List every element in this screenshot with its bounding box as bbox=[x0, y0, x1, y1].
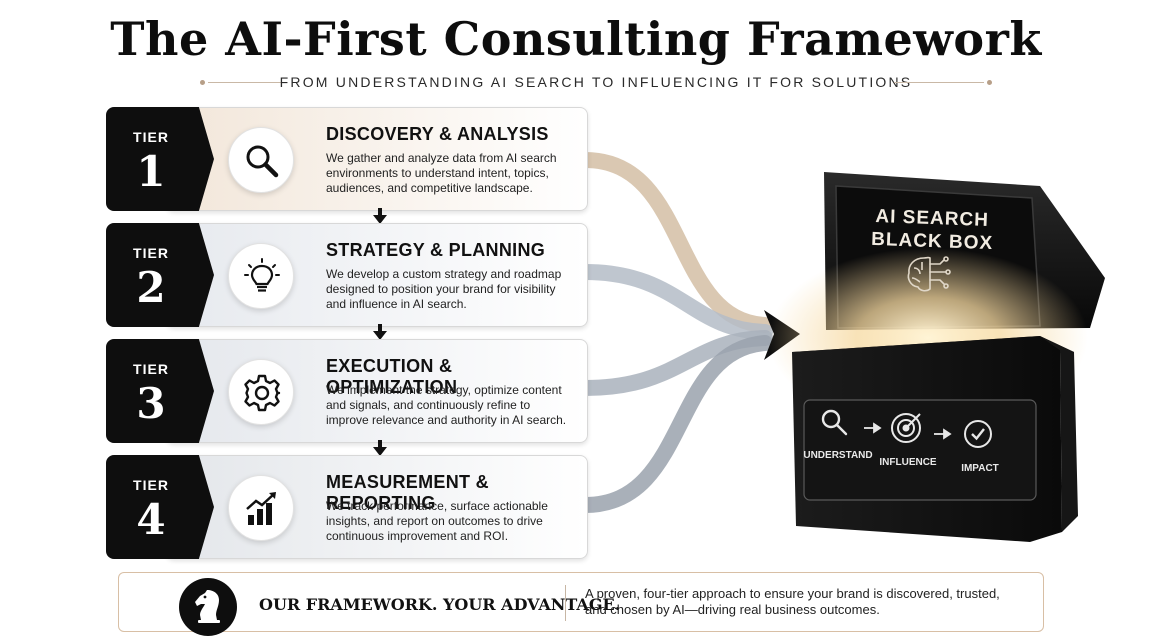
tier-card-3: TIER 3 EXECUTION & OPTIMIZATION We imple… bbox=[106, 339, 588, 443]
tier-number: 4 bbox=[136, 495, 166, 544]
brain-circuit-icon bbox=[907, 256, 951, 292]
tier-description: We develop a custom strategy and roadmap… bbox=[326, 267, 562, 311]
tier-panel bbox=[166, 223, 588, 327]
footer-divider bbox=[565, 585, 566, 621]
tier-icon-badge bbox=[228, 127, 294, 193]
step-label: INFLUENCE bbox=[879, 457, 937, 468]
tier-number: 3 bbox=[136, 379, 166, 428]
magnifier-icon bbox=[246, 145, 279, 178]
tier-title: MEASUREMENT & REPORTING bbox=[326, 472, 489, 513]
tier-number: 1 bbox=[136, 147, 166, 196]
tier-label: TIER bbox=[133, 245, 169, 261]
flow-line-tier-1 bbox=[577, 152, 773, 333]
tier-label: TIER bbox=[133, 129, 169, 145]
subtitle-dot bbox=[987, 80, 992, 85]
tier-description: We track performance, surface actionable… bbox=[326, 499, 548, 543]
tier-card-4: TIER 4 MEASUREMENT & REPORTING We track … bbox=[106, 455, 588, 559]
down-arrow-icon bbox=[373, 324, 387, 340]
lightbulb-icon bbox=[244, 258, 280, 292]
flow-line-tier-2 bbox=[577, 264, 773, 340]
ai-search-black-box: AI SEARCH BLACK BOX UNDERSTAND INFLUENCE… bbox=[740, 160, 1130, 550]
black-box-illustration: AI SEARCH BLACK BOX UNDERSTAND INFLUENCE… bbox=[768, 172, 1105, 542]
subtitle-row: FROM UNDERSTANDING AI SEARCH TO INFLUENC… bbox=[200, 73, 992, 93]
tier-badge: TIER 3 bbox=[106, 339, 214, 443]
footer-logo bbox=[179, 578, 237, 636]
growth-chart-icon bbox=[246, 492, 276, 525]
box-side bbox=[1040, 336, 1078, 532]
black-box-title-line-1: AI SEARCH bbox=[875, 206, 989, 231]
tier-card-2: TIER 2 STRATEGY & PLANNING We develop a … bbox=[106, 223, 588, 327]
tier-icon-badge bbox=[228, 475, 294, 541]
tier-label: TIER bbox=[133, 477, 169, 493]
subtitle-divider bbox=[208, 82, 286, 83]
subtitle-divider bbox=[894, 82, 984, 83]
black-box-title-line-2: BLACK BOX bbox=[871, 229, 994, 254]
subtitle-dot bbox=[200, 80, 205, 85]
tier-badge: TIER 1 bbox=[106, 107, 214, 211]
page-subtitle: FROM UNDERSTANDING AI SEARCH TO INFLUENC… bbox=[279, 74, 913, 90]
box-panel bbox=[803, 399, 1037, 501]
tier-icon-badge bbox=[228, 359, 294, 425]
tier-description: We implement the strategy, optimize cont… bbox=[326, 383, 567, 427]
tier-title: STRATEGY & PLANNING bbox=[326, 240, 546, 260]
target-icon bbox=[891, 413, 921, 443]
tier-icon-badge bbox=[228, 243, 294, 309]
step-label: UNDERSTAND bbox=[803, 450, 872, 461]
gear-icon bbox=[244, 374, 281, 412]
magnifier-icon bbox=[821, 409, 848, 436]
step-label: IMPACT bbox=[961, 463, 999, 474]
tier-badge: TIER 2 bbox=[106, 223, 214, 327]
check-circle-icon bbox=[964, 420, 992, 448]
footer-description: A proven, four-tier approach to ensure y… bbox=[585, 586, 1000, 617]
chess-knight-icon bbox=[195, 590, 220, 623]
tier-badge: TIER 4 bbox=[106, 455, 214, 559]
footer-banner: OUR FRAMEWORK. YOUR ADVANTAGE. A proven,… bbox=[118, 572, 1044, 636]
footer-headline: OUR FRAMEWORK. YOUR ADVANTAGE. bbox=[259, 595, 621, 614]
tier-number: 2 bbox=[136, 263, 166, 312]
down-arrow-icon bbox=[373, 440, 387, 456]
page-title: The AI-First Consulting Framework bbox=[110, 12, 1042, 66]
flow-line-tier-4 bbox=[577, 335, 773, 513]
tier-title: EXECUTION & OPTIMIZATION bbox=[326, 356, 458, 397]
down-arrow-icon bbox=[373, 208, 387, 224]
arrow-right-icon bbox=[934, 428, 952, 440]
tier-title: DISCOVERY & ANALYSIS bbox=[326, 124, 549, 144]
arrow-right-icon bbox=[864, 422, 882, 434]
tier-description: We gather and analyze data from AI searc… bbox=[326, 151, 557, 195]
tier-card-1: TIER 1 DISCOVERY & ANALYSIS We gather an… bbox=[106, 107, 588, 211]
tier-label: TIER bbox=[133, 361, 169, 377]
